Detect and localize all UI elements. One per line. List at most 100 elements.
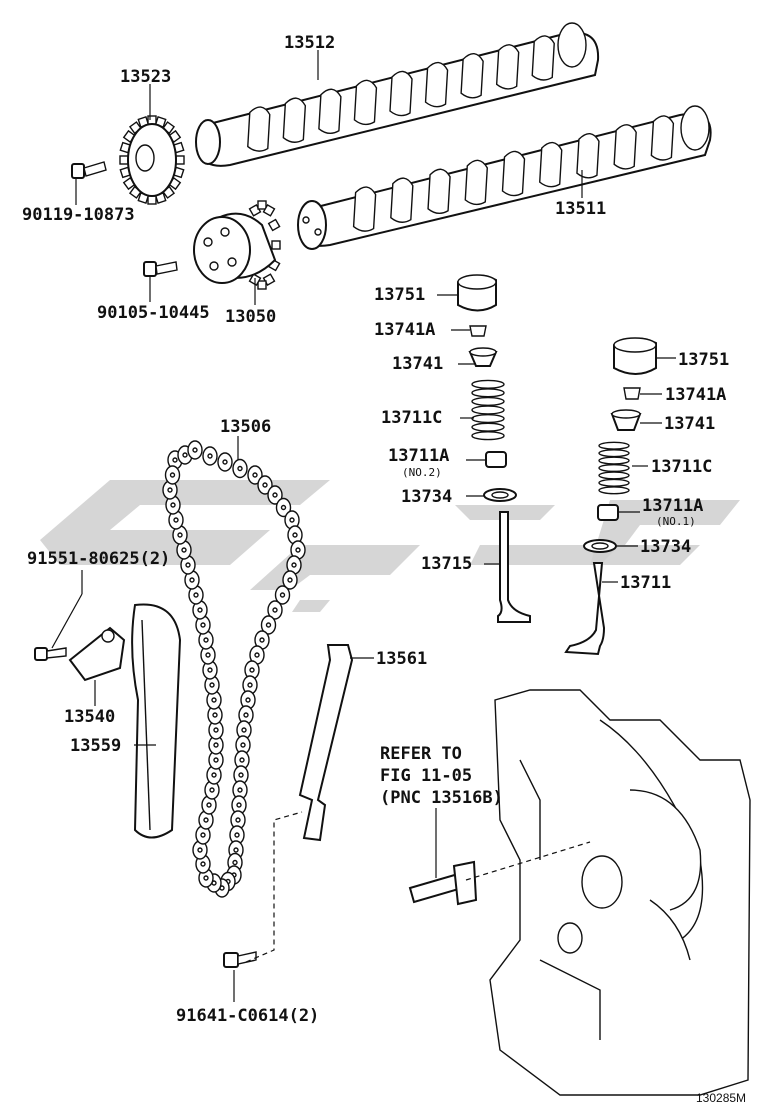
oil-control-valve-ref bbox=[408, 860, 478, 906]
chain-pin bbox=[245, 697, 251, 703]
spring-coil bbox=[598, 478, 630, 487]
label-13741A-right: 13741A bbox=[665, 385, 726, 405]
gear-tooth bbox=[271, 240, 281, 250]
label-91551-80625: 91551-80625(2) bbox=[27, 549, 170, 569]
gear-tooth bbox=[147, 115, 157, 125]
chain-pin bbox=[172, 457, 178, 463]
chain-pin bbox=[209, 682, 215, 688]
chain-pin bbox=[209, 787, 215, 793]
label-13511: 13511 bbox=[555, 199, 606, 219]
valve-stack-right bbox=[564, 337, 657, 656]
chain-pin bbox=[189, 577, 195, 583]
chain-pin bbox=[295, 547, 301, 553]
bolt-90119-10873 bbox=[71, 161, 107, 179]
part-labels: 13512 13523 90119-10873 13511 13050 9010… bbox=[22, 33, 746, 1105]
spring-coil bbox=[598, 471, 630, 480]
gear-tooth bbox=[175, 155, 185, 165]
vvt-gear-13050 bbox=[193, 200, 281, 290]
label-13741-left: 13741 bbox=[392, 354, 443, 374]
cam-lobe bbox=[539, 141, 563, 188]
chain-pin bbox=[211, 772, 217, 778]
chain-pin bbox=[213, 727, 219, 733]
label-13506: 13506 bbox=[220, 417, 271, 437]
cam-lobe bbox=[390, 177, 414, 223]
label-13751-right: 13751 bbox=[678, 350, 729, 370]
cam-lobe bbox=[247, 106, 271, 152]
chain-pin bbox=[249, 667, 255, 673]
chain-pin bbox=[197, 607, 203, 613]
chain-pin bbox=[182, 452, 188, 458]
cam-lobe bbox=[352, 186, 377, 232]
chain-pin bbox=[241, 727, 247, 733]
cam-lobe bbox=[424, 61, 449, 108]
chain-pin bbox=[252, 472, 258, 478]
cam-lobe bbox=[282, 97, 307, 143]
spring-coil bbox=[598, 463, 630, 473]
chain-pin bbox=[197, 847, 203, 853]
label-13741A-left: 13741A bbox=[374, 320, 435, 340]
label-13559: 13559 bbox=[70, 736, 121, 756]
chain-pin bbox=[234, 832, 240, 838]
chain-pin bbox=[280, 504, 287, 511]
cam-lobe bbox=[650, 115, 675, 161]
chain-pin bbox=[237, 465, 243, 472]
label-refer-line1: REFER TO bbox=[380, 744, 462, 764]
chain-pin bbox=[233, 847, 239, 853]
chain-pin bbox=[177, 532, 183, 538]
bolt-90105-10445 bbox=[143, 261, 178, 277]
chain-pin bbox=[232, 859, 238, 866]
label-13734-right: 13734 bbox=[640, 537, 691, 557]
chain-pin bbox=[169, 472, 176, 478]
label-13561: 13561 bbox=[376, 649, 427, 669]
label-13050: 13050 bbox=[225, 307, 276, 327]
gear-tooth bbox=[147, 195, 157, 205]
chain-pin bbox=[213, 757, 219, 763]
chain-pin bbox=[203, 637, 209, 643]
chain-pin bbox=[193, 592, 199, 598]
chain-pin bbox=[289, 517, 295, 523]
chain-pin bbox=[212, 712, 218, 718]
chain-pin bbox=[167, 487, 173, 493]
chain-pin bbox=[237, 787, 243, 793]
label-13711: 13711 bbox=[620, 573, 671, 593]
cam-lobe bbox=[613, 124, 637, 170]
spring-coil bbox=[598, 486, 630, 495]
gear-tooth bbox=[257, 280, 267, 290]
cam-lobe bbox=[464, 159, 488, 206]
chain-pin bbox=[265, 622, 272, 628]
chain-pin bbox=[262, 482, 268, 488]
chain-pin bbox=[205, 652, 211, 658]
cam-lobe bbox=[353, 79, 378, 126]
spring-coil bbox=[471, 422, 505, 432]
cam-lobe bbox=[389, 70, 413, 117]
chain-pin bbox=[170, 502, 176, 508]
engine-block bbox=[489, 689, 751, 1096]
label-13711A-right-sub: (NO.1) bbox=[656, 515, 696, 528]
cam-lobe bbox=[495, 44, 520, 90]
label-13715: 13715 bbox=[421, 554, 472, 574]
label-13711C-right: 13711C bbox=[651, 457, 712, 477]
chain-pin bbox=[213, 742, 219, 748]
chain-pin bbox=[207, 453, 213, 459]
label-13751-left: 13751 bbox=[374, 285, 425, 305]
figure-id: 130285M bbox=[696, 1091, 746, 1105]
chain-pin bbox=[279, 592, 286, 598]
chain-pin bbox=[207, 667, 213, 673]
chain-pin bbox=[291, 562, 297, 568]
valve-stack-left bbox=[457, 274, 531, 623]
spring-coil bbox=[598, 456, 630, 465]
chain-pin bbox=[239, 757, 245, 763]
chain-pin bbox=[247, 682, 253, 688]
chain-pin bbox=[222, 459, 228, 465]
gear-tooth bbox=[119, 155, 129, 165]
chain-pin bbox=[272, 607, 278, 613]
cam-lobe bbox=[501, 150, 526, 197]
spring-coil bbox=[598, 449, 630, 458]
chain-pin bbox=[236, 802, 242, 808]
label-13711A-left: 13711A bbox=[388, 446, 449, 466]
bolt-91551-80625 bbox=[34, 647, 67, 661]
chain-tensioner-slipper-13559 bbox=[131, 603, 182, 839]
chain-pin bbox=[173, 517, 179, 523]
label-13540: 13540 bbox=[64, 707, 115, 727]
